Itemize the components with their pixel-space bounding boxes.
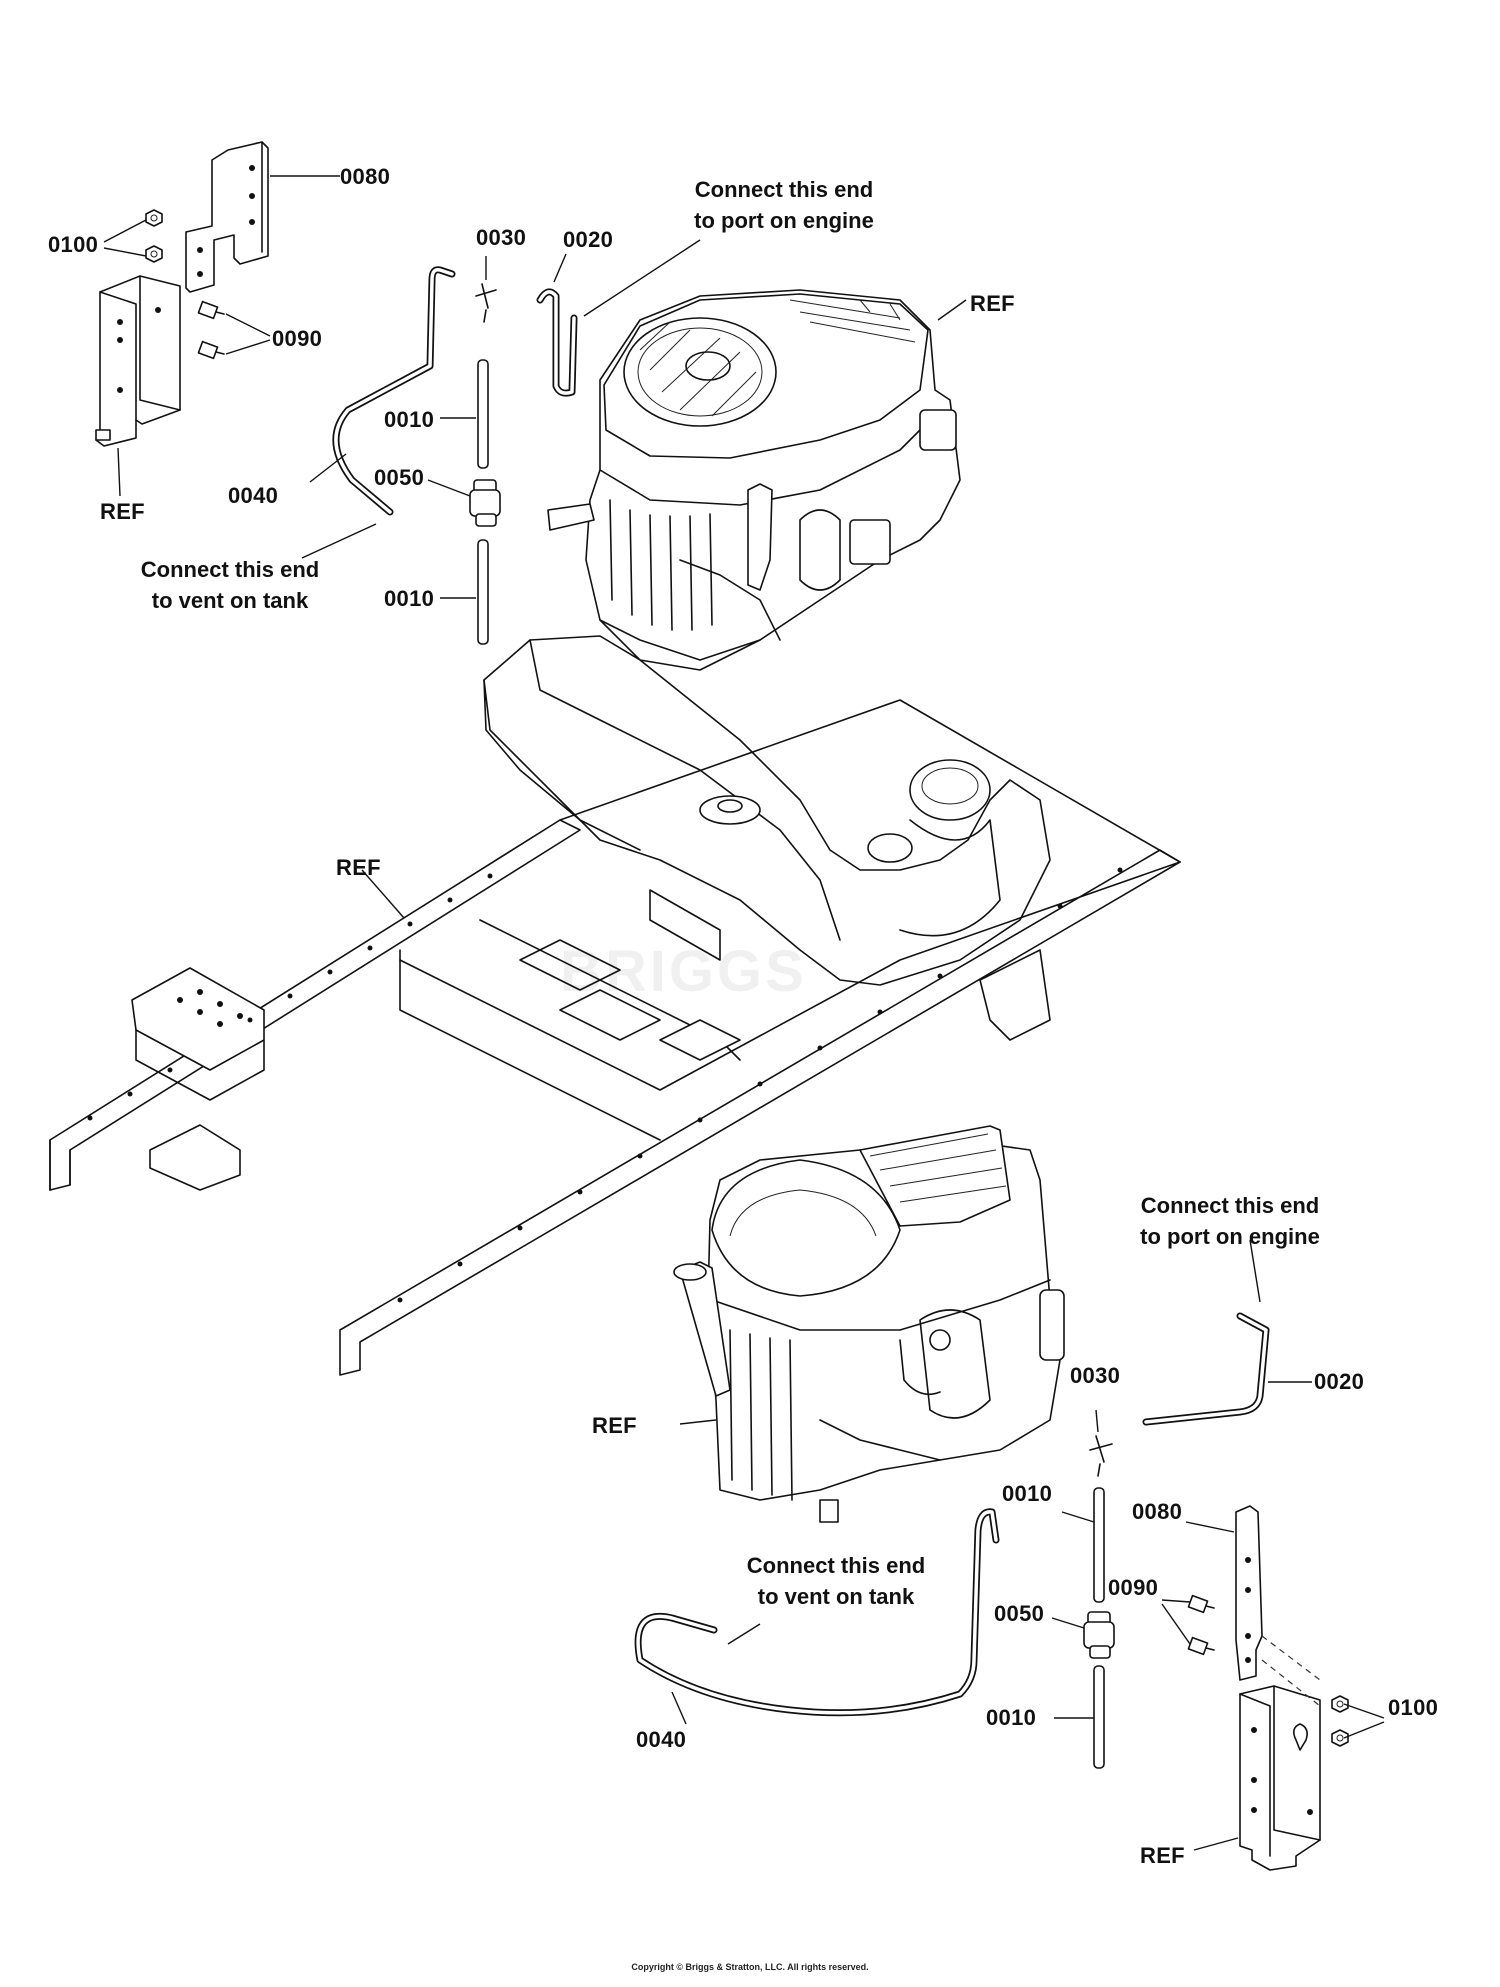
bottom-bracket-0080	[1235, 1505, 1263, 1681]
callout-bottom-0080: 0080	[1132, 1499, 1183, 1524]
note-bottom-port-line2: to port on engine	[1140, 1224, 1320, 1249]
top-tube-0010-upper	[477, 359, 489, 469]
note-top-vent-line1: Connect this end	[140, 557, 320, 582]
fuel-tank	[483, 635, 1051, 986]
note-top-vent: Connect this end to vent on tank	[120, 554, 340, 616]
callout-top-0090: 0090	[272, 326, 323, 351]
top-bolts-0090	[197, 300, 225, 360]
top-tube-0040	[332, 266, 456, 516]
callout-bottom-0040: 0040	[636, 1727, 687, 1752]
top-tube-0010-lower	[477, 539, 489, 645]
note-bottom-vent-line2: to vent on tank	[757, 1584, 915, 1609]
note-bottom-port: Connect this end to port on engine	[1120, 1190, 1340, 1252]
callout-bottom-ref-bracket: REF	[1140, 1843, 1185, 1868]
callout-bottom-0050: 0050	[994, 1601, 1045, 1626]
bottom-ref-bracket	[1239, 1635, 1321, 1871]
callout-frame-ref: REF	[336, 855, 381, 880]
callout-top-0030: 0030	[476, 225, 527, 250]
top-tube-0020	[536, 288, 578, 397]
bottom-engine	[673, 1125, 1065, 1523]
note-top-port: Connect this end to port on engine	[674, 174, 894, 236]
callout-top-ref-bracket: REF	[100, 499, 145, 524]
bottom-filter-0050	[1083, 1611, 1115, 1659]
top-nuts-0100	[145, 209, 163, 263]
note-bottom-vent-line1: Connect this end	[746, 1553, 926, 1578]
copyright-notice: Copyright © Briggs & Stratton, LLC. All …	[631, 1962, 869, 1972]
callout-top-0010-b: 0010	[384, 586, 435, 611]
callout-bottom-0010-a: 0010	[1002, 1481, 1053, 1506]
callout-bottom-0090: 0090	[1108, 1575, 1159, 1600]
top-clamp-0030	[475, 283, 497, 323]
note-top-port-line1: Connect this end	[694, 177, 874, 202]
bottom-tube-0010-lower	[1093, 1665, 1105, 1769]
top-filter-0050	[469, 479, 501, 527]
note-bottom-vent: Connect this end to vent on tank	[726, 1550, 946, 1612]
callout-top-0100: 0100	[48, 232, 99, 257]
callout-bottom-ref-engine: REF	[592, 1413, 637, 1438]
note-top-port-line2: to port on engine	[694, 208, 874, 233]
callout-bottom-0020: 0020	[1314, 1369, 1365, 1394]
callout-top-ref-engine: REF	[970, 291, 1015, 316]
callout-bottom-0100: 0100	[1388, 1695, 1439, 1720]
bottom-clamp-0030	[1089, 1435, 1113, 1477]
callout-bottom-0030: 0030	[1070, 1363, 1121, 1388]
callout-top-0050: 0050	[374, 465, 425, 490]
leader-lines	[103, 175, 1385, 1851]
bottom-tube-0020	[1142, 1312, 1270, 1426]
top-bracket-0080	[185, 141, 269, 293]
frame	[49, 699, 1181, 1376]
note-bottom-port-line1: Connect this end	[1140, 1193, 1320, 1218]
bottom-bolts-0090	[1187, 1594, 1215, 1656]
frame-holes	[87, 867, 1123, 1303]
top-ref-bracket	[95, 275, 181, 447]
top-engine	[547, 289, 961, 671]
callout-top-0020: 0020	[563, 227, 614, 252]
bottom-nuts-0100	[1331, 1695, 1349, 1747]
bottom-tube-0040	[634, 1508, 1000, 1717]
bottom-tube-0010-upper	[1093, 1487, 1105, 1603]
callout-top-0080: 0080	[340, 164, 391, 189]
watermark: BRIGGS	[560, 939, 807, 1004]
callout-top-0040: 0040	[228, 483, 279, 508]
callout-top-0010-a: 0010	[384, 407, 435, 432]
note-top-vent-line2: to vent on tank	[151, 588, 309, 613]
callout-bottom-0010-b: 0010	[986, 1705, 1037, 1730]
